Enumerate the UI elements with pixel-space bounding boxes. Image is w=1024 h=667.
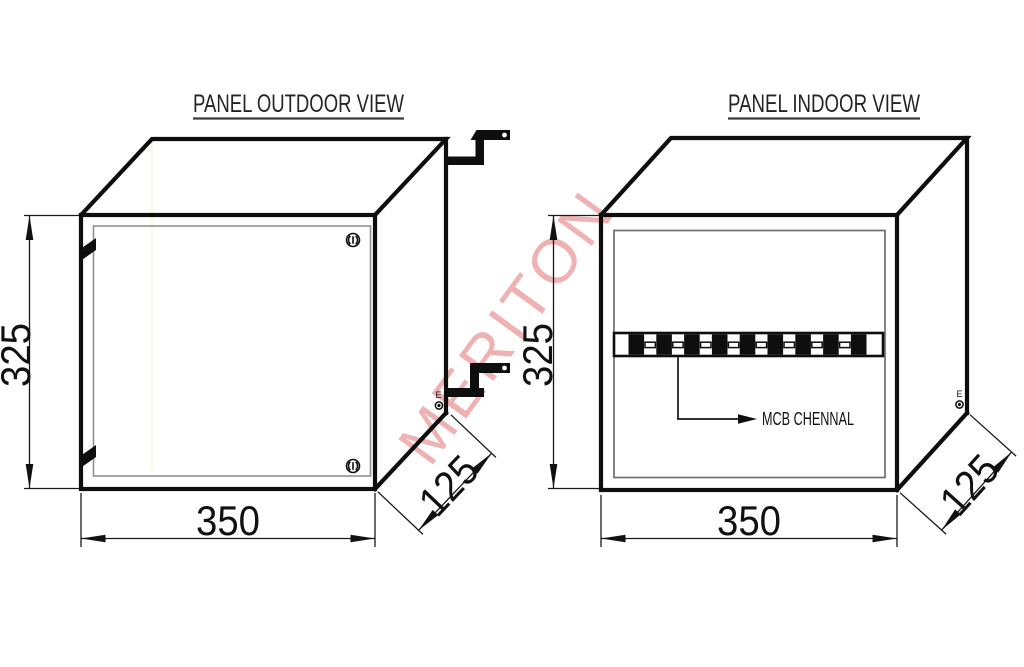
mounting-bracket-icon — [446, 363, 510, 397]
earth-terminal-icon: E — [955, 389, 964, 409]
indoor-depth-value: 125 — [930, 445, 1008, 524]
mcb-channel-callout: MCB CHENNAL — [677, 356, 854, 429]
earth-terminal-icon: E — [434, 390, 444, 410]
outdoor-box-outline — [78, 136, 451, 492]
indoor-height-dimension: 325 — [514, 214, 599, 490]
indoor-width-value: 350 — [717, 497, 781, 544]
mcb-channel-label: MCB CHENNAL — [762, 409, 854, 429]
earth-label: E — [435, 390, 441, 400]
outdoor-width-dimension: 350 — [80, 493, 376, 547]
outdoor-width-value: 350 — [196, 497, 260, 544]
earth-label: E — [956, 389, 962, 399]
mcb-channel-strip — [612, 331, 885, 358]
cam-lock-screw-icon — [345, 232, 361, 248]
indoor-box-outline — [598, 135, 972, 493]
mounting-bracket-icon — [446, 130, 510, 165]
mcb-channel-slots — [644, 341, 851, 349]
outdoor-box-faces — [81, 139, 446, 489]
outdoor-height-value: 325 — [0, 323, 39, 387]
indoor-width-dimension: 350 — [600, 495, 898, 547]
cam-lock-screw-icon — [345, 458, 361, 474]
outdoor-height-dimension: 325 — [0, 214, 79, 490]
mcb-channel-teeth — [628, 334, 867, 355]
outdoor-door-panel — [92, 225, 372, 477]
indoor-height-value: 325 — [514, 323, 561, 387]
hinge-icon — [79, 445, 96, 469]
indoor-box-faces — [601, 138, 967, 490]
hinge-icon — [79, 238, 96, 262]
outdoor-view-title: PANEL OUTDOOR VIEW — [193, 90, 404, 118]
leader-arrow-icon — [738, 414, 757, 424]
indoor-view-title: PANEL INDOOR VIEW — [728, 90, 920, 118]
